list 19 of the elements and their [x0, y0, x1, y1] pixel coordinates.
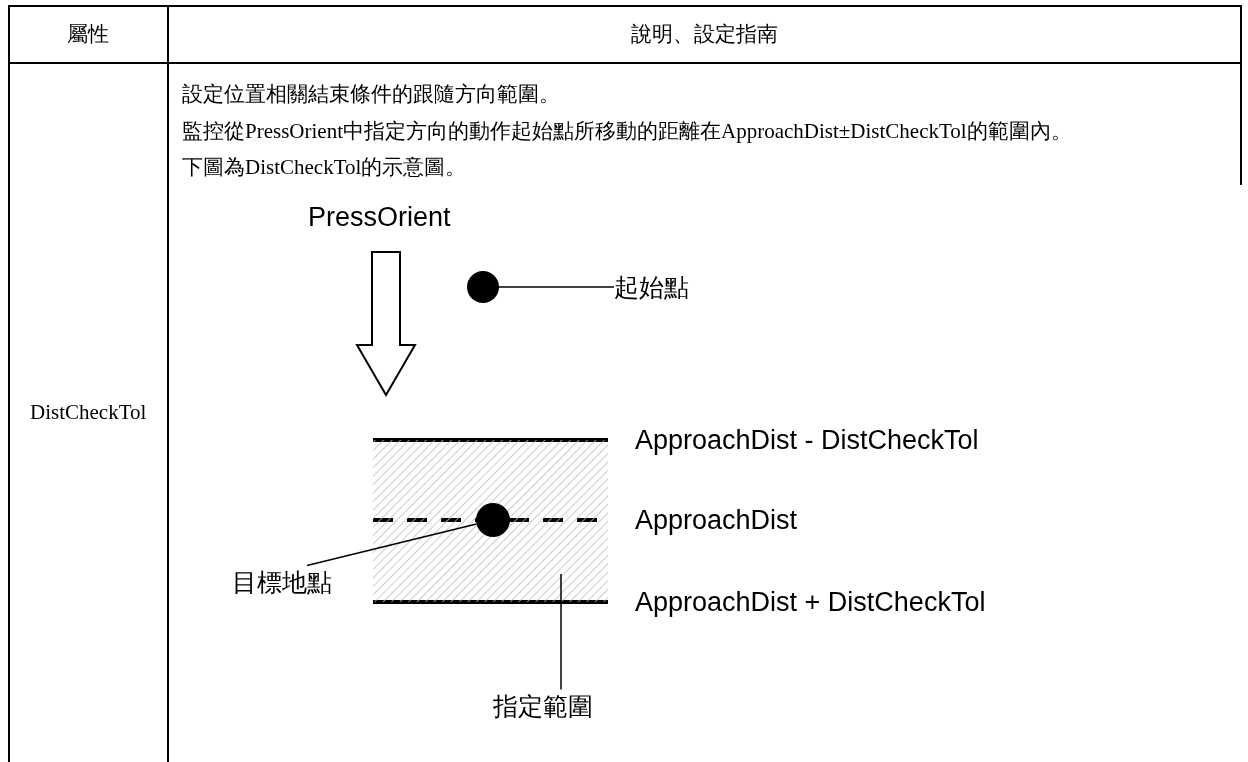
line-label: ApproachDist + DistCheckTol	[635, 586, 986, 618]
range-band	[373, 440, 608, 602]
callout-text: 起始點	[614, 270, 689, 304]
callout-text: 目標地點	[232, 565, 332, 599]
callout-text: 指定範圍	[493, 689, 593, 723]
description-text: 監控從PressOrient中指定方向的動作起始點所移動的距離在ApproachDist±DistCheckTol的範圍內。	[182, 118, 1072, 145]
line-label: ApproachDist	[635, 504, 798, 536]
start-point-dot	[467, 271, 499, 303]
leader-line	[560, 573, 562, 691]
direction-label: PressOrient	[308, 201, 451, 233]
column-header: 屬性	[67, 21, 109, 48]
description-text: 下圖為DistCheckTol的示意圖。	[182, 154, 467, 181]
leader-line	[306, 523, 478, 567]
line-label: ApproachDist - DistCheckTol	[635, 424, 979, 456]
column-header: 說明、設定指南	[630, 21, 778, 48]
cell-text: DistCheckTol	[30, 399, 147, 425]
target-point-dot	[476, 503, 510, 537]
description-text: 設定位置相關結束條件的跟隨方向範圍。	[182, 81, 560, 108]
leader-line	[498, 286, 615, 288]
